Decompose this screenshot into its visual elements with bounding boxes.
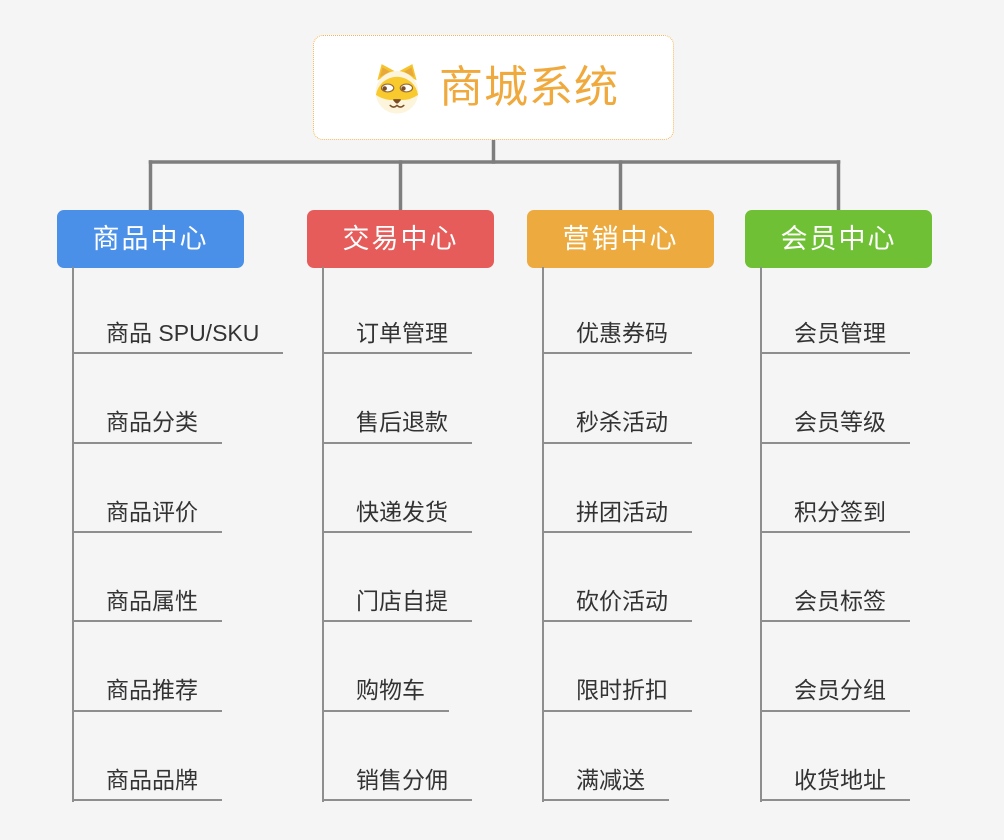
leaf-node-label: 积分签到 (794, 498, 886, 525)
leaf-node-label: 拼团活动 (576, 498, 668, 525)
branch-column-product-center: 商品 SPU/SKU 商品分类 商品评价 商品属性 商品推荐 商品品牌 (72, 265, 284, 802)
branch-column-member-center: 会员管理 会员等级 积分签到 会员标签 会员分组 收货地址 (760, 265, 910, 802)
leaf-node-label: 销售分佣 (356, 766, 448, 793)
leaf-node[interactable]: 会员分组 (760, 622, 910, 712)
branch-button-trade-center[interactable]: 交易中心 (307, 210, 494, 268)
leaf-node[interactable]: 砍价活动 (542, 533, 692, 623)
leaf-node-label: 会员等级 (794, 409, 886, 436)
leaf-node-label: 会员标签 (794, 587, 886, 614)
root-node[interactable]: 商城系统 (313, 35, 674, 140)
branch-button-marketing-center[interactable]: 营销中心 (527, 210, 714, 268)
leaf-node[interactable]: 优惠券码 (542, 265, 692, 355)
leaf-node[interactable]: 商品评价 (72, 444, 222, 534)
leaf-node[interactable]: 会员管理 (760, 265, 910, 355)
leaf-node-label: 会员管理 (794, 319, 886, 346)
dog-face-icon (375, 63, 419, 114)
leaf-node[interactable]: 秒杀活动 (542, 354, 692, 444)
leaf-node-label: 商品品牌 (106, 766, 198, 793)
leaf-node-label: 商品 SPU/SKU (106, 319, 260, 346)
branch-button-label: 会员中心 (780, 223, 897, 254)
leaf-node[interactable]: 售后退款 (322, 354, 472, 444)
leaf-node[interactable]: 收货地址 (760, 712, 910, 802)
branch-button-member-center[interactable]: 会员中心 (745, 210, 932, 268)
leaf-node-label: 订单管理 (356, 319, 448, 346)
branch-column-line (322, 267, 324, 802)
branch-button-product-center[interactable]: 商品中心 (57, 210, 244, 268)
leaf-node-label: 商品属性 (106, 587, 198, 614)
leaf-node[interactable]: 商品品牌 (72, 712, 222, 802)
branch-button-label: 营销中心 (562, 223, 679, 254)
leaf-node-label: 商品推荐 (106, 677, 198, 704)
leaf-node[interactable]: 限时折扣 (542, 622, 692, 712)
leaf-node-label: 优惠券码 (576, 319, 668, 346)
leaf-node[interactable]: 订单管理 (322, 265, 472, 355)
branch-column-line (760, 267, 762, 802)
leaf-node-label: 商品分类 (106, 409, 198, 436)
branch-column-line (542, 267, 544, 802)
leaf-node[interactable]: 满减送 (542, 712, 669, 802)
leaf-node[interactable]: 商品属性 (72, 533, 222, 623)
leaf-node[interactable]: 商品分类 (72, 354, 222, 444)
branch-column-trade-center: 订单管理 售后退款 快递发货 门店自提 购物车 销售分佣 (322, 265, 472, 802)
branch-column-marketing-center: 优惠券码 秒杀活动 拼团活动 砍价活动 限时折扣 满减送 (542, 265, 692, 802)
leaf-node-label: 会员分组 (794, 677, 886, 704)
leaf-node-label: 商品评价 (106, 498, 198, 525)
leaf-node-label: 售后退款 (356, 409, 448, 436)
leaf-node[interactable]: 快递发货 (322, 444, 472, 534)
branch-button-label: 交易中心 (342, 223, 459, 254)
leaf-node-label: 收货地址 (794, 766, 886, 793)
branch-button-label: 商品中心 (92, 223, 209, 254)
leaf-node-label: 购物车 (356, 677, 425, 704)
leaf-node[interactable]: 销售分佣 (322, 712, 472, 802)
leaf-node[interactable]: 会员等级 (760, 354, 910, 444)
leaf-node[interactable]: 会员标签 (760, 533, 910, 623)
leaf-node-label: 秒杀活动 (576, 409, 668, 436)
leaf-node[interactable]: 商品 SPU/SKU (72, 265, 284, 355)
leaf-node[interactable]: 门店自提 (322, 533, 472, 623)
leaf-node-label: 满减送 (576, 766, 645, 793)
leaf-node[interactable]: 购物车 (322, 622, 449, 712)
leaf-node[interactable]: 商品推荐 (72, 622, 222, 712)
branch-column-line (72, 267, 74, 802)
leaf-node-label: 门店自提 (356, 587, 448, 614)
leaf-node[interactable]: 积分签到 (760, 444, 910, 534)
leaf-node[interactable]: 拼团活动 (542, 444, 692, 534)
leaf-node-label: 快递发货 (356, 498, 448, 525)
root-title: 商城系统 (439, 62, 619, 112)
leaf-node-label: 砍价活动 (576, 587, 668, 614)
leaf-node-label: 限时折扣 (576, 677, 668, 704)
